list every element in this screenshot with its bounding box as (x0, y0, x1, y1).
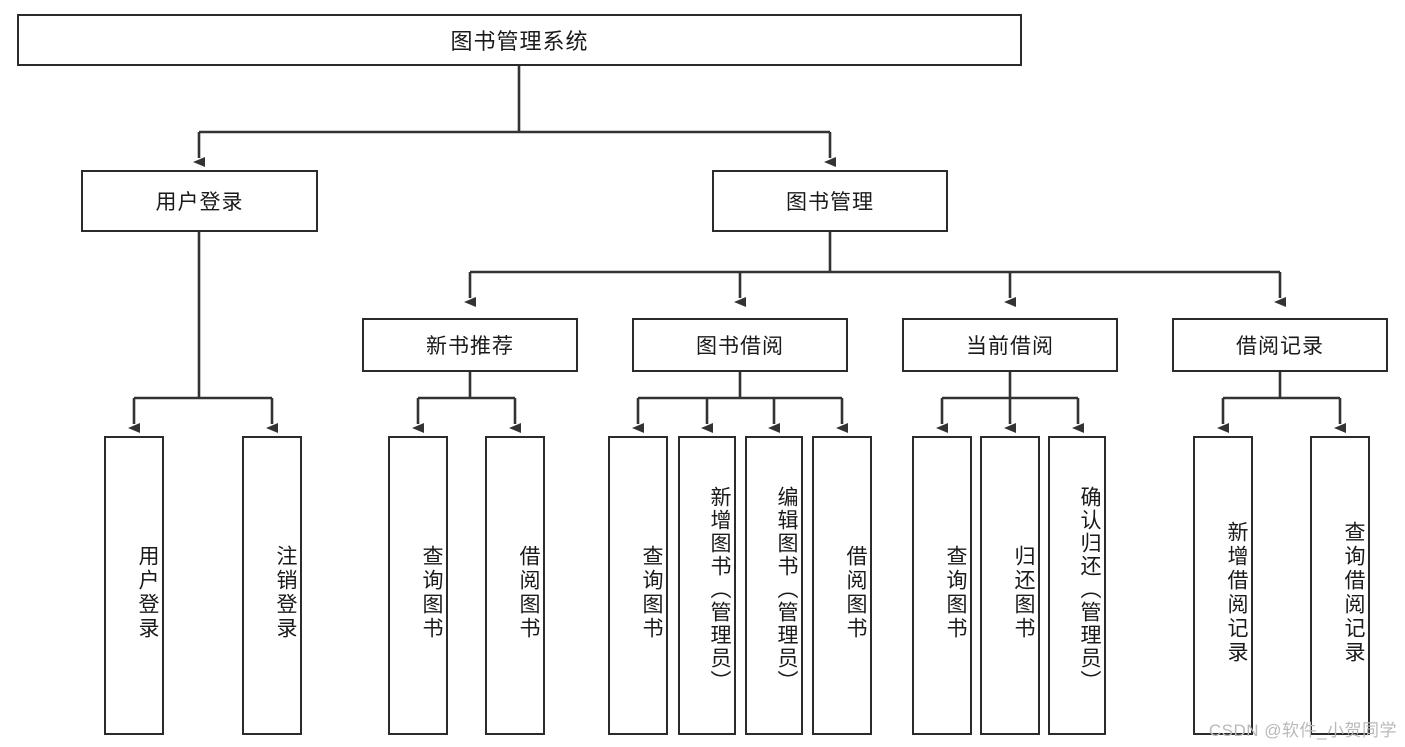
node-user-login[interactable]: 用户登录 (81, 170, 318, 232)
leaf-query-book-borrowing[interactable]: 查询图书 (608, 436, 668, 735)
node-borrowing-record[interactable]: 借阅记录 (1172, 318, 1388, 372)
node-new-book-recommendation[interactable]: 新书推荐 (362, 318, 578, 372)
leaf-logout[interactable]: 注销登录 (242, 436, 302, 735)
leaf-borrow-book-borrowing[interactable]: 借阅图书 (812, 436, 872, 735)
leaf-query-book-recommendation[interactable]: 查询图书 (388, 436, 448, 735)
node-book-borrowing[interactable]: 图书借阅 (632, 318, 848, 372)
leaf-return-book[interactable]: 归还图书 (980, 436, 1040, 735)
csdn-watermark: CSDN @软件_小贺同学 (1208, 721, 1397, 740)
node-root-system[interactable]: 图书管理系统 (17, 14, 1022, 66)
leaf-confirm-return-admin[interactable]: 确认归还（管理员） (1048, 436, 1106, 735)
leaf-add-borrow-record[interactable]: 新增借阅记录 (1193, 436, 1253, 735)
node-current-borrowing[interactable]: 当前借阅 (902, 318, 1118, 372)
leaf-query-borrow-record[interactable]: 查询借阅记录 (1310, 436, 1370, 735)
node-book-management[interactable]: 图书管理 (712, 170, 948, 232)
leaf-user-login[interactable]: 用户登录 (104, 436, 164, 735)
leaf-borrow-book-recommendation[interactable]: 借阅图书 (485, 436, 545, 735)
leaf-edit-book-admin[interactable]: 编辑图书（管理员） (745, 436, 803, 735)
leaf-query-book-current[interactable]: 查询图书 (912, 436, 972, 735)
leaf-add-book-admin[interactable]: 新增图书（管理员） (678, 436, 736, 735)
